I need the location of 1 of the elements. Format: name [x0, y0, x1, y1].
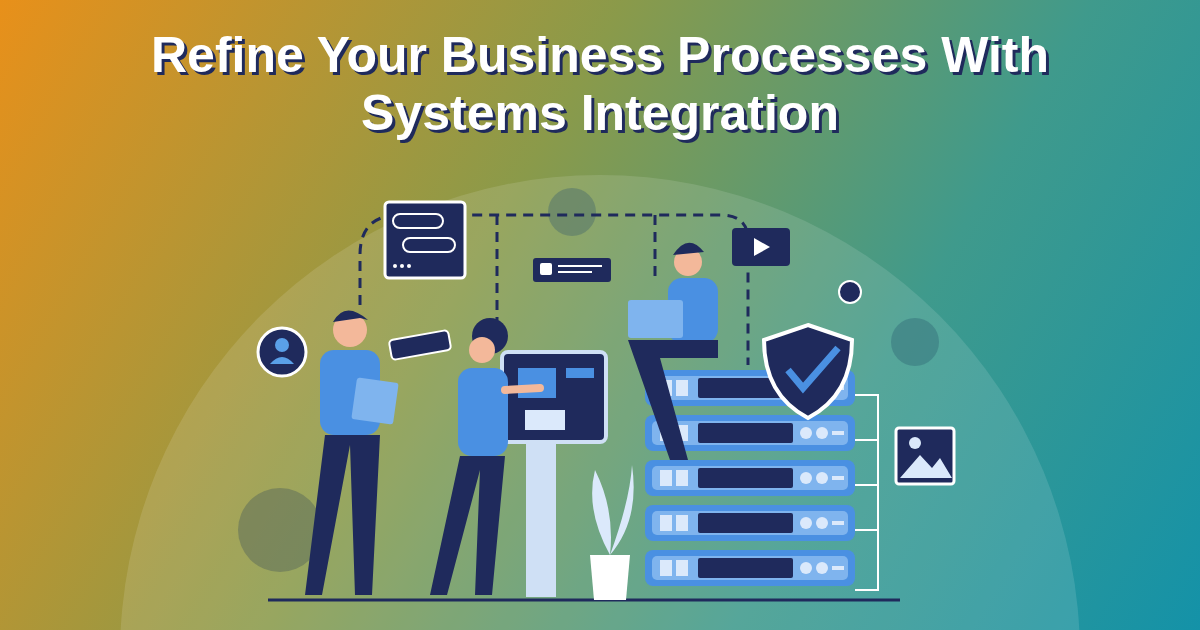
title: Refine Your Business Processes With Systems Integration	[150, 26, 1050, 142]
